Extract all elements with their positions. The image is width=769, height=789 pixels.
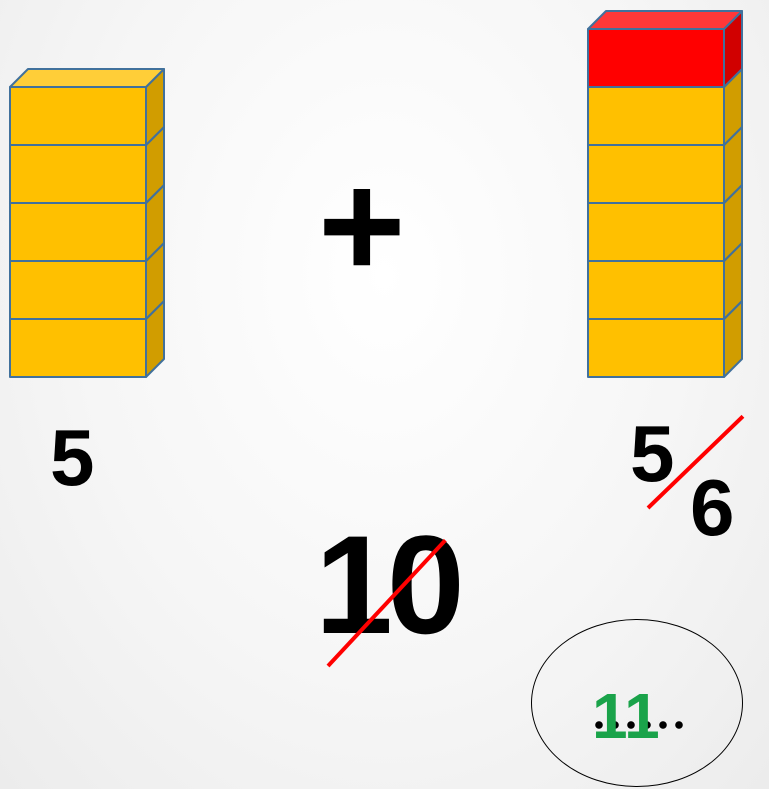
- left-addend-label: 5: [50, 413, 95, 502]
- left-stack-cube-5: [9, 86, 147, 146]
- total-crossed-out-label: 10: [315, 506, 465, 663]
- right-stack-cube-2: [587, 260, 725, 320]
- left-stack-cube-2: [9, 260, 147, 320]
- left-stack-cube-5-top: [9, 68, 165, 88]
- left-stack-cube-1: [9, 318, 147, 378]
- right-stack-cube-1: [587, 318, 725, 378]
- right-stack-cube-6-top: [587, 10, 743, 30]
- left-stack-cube-3: [9, 202, 147, 262]
- total-answer-label: 11: [592, 680, 660, 752]
- right-stack-cube-4: [587, 144, 725, 204]
- right-addend-original-label: 5: [630, 409, 675, 498]
- right-addend-corrected-label: 6: [690, 463, 735, 552]
- right-stack-cube-5: [587, 86, 725, 146]
- left-stack-cube-4: [9, 144, 147, 204]
- right-stack-cube-6: [587, 28, 725, 88]
- answer-circle: [531, 619, 743, 787]
- plus-sign: +: [318, 141, 406, 309]
- right-stack-cube-3: [587, 202, 725, 262]
- answer-dots: [591, 720, 683, 730]
